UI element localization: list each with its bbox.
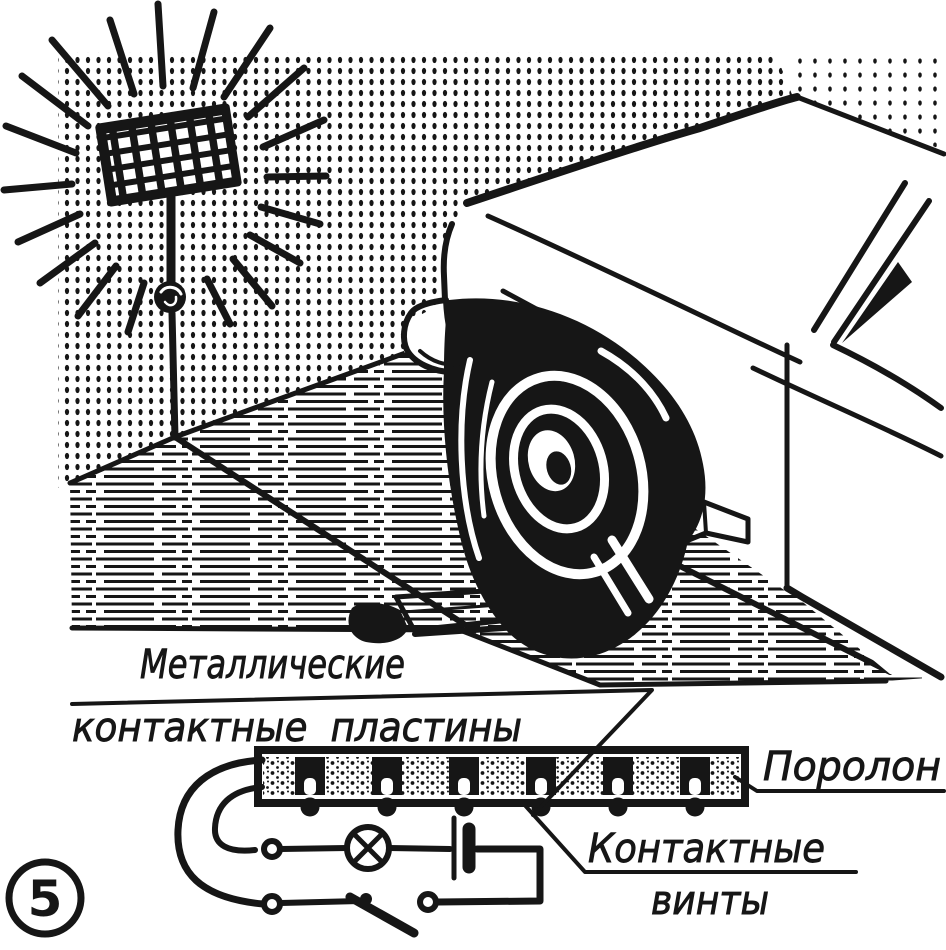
wheel-rim [485, 370, 649, 580]
label-foam: Поролон [733, 744, 946, 793]
car-body [404, 97, 944, 680]
tire [443, 298, 706, 659]
hood-crease [485, 213, 803, 365]
label-metal-plates-line1: Металлические [140, 642, 405, 688]
leader-metal-plates [70, 688, 654, 817]
car-wheel [443, 298, 706, 659]
strip-foam [263, 757, 740, 796]
sill-edge [783, 584, 945, 681]
figure-number-circle [5, 858, 85, 938]
circuit-wire-outer [174, 756, 267, 908]
signal-lamp [0, 0, 330, 441]
lamp-rays [0, 0, 330, 336]
terminal-top [261, 838, 283, 860]
lamp-head [95, 103, 242, 207]
strip-screws [300, 797, 705, 817]
circuit-lamp-icon [344, 824, 392, 872]
wall-halftone [58, 52, 944, 488]
front-left-edge [440, 221, 455, 303]
hood-edge [463, 93, 801, 207]
label-metal-plates: Металлические контактные пластины [70, 642, 654, 817]
label-contact-screws-line1: Контактные [588, 826, 825, 872]
label-foam-text: Поролон [763, 744, 941, 790]
bumper-end [400, 297, 466, 375]
lamp-stand [154, 192, 186, 441]
windshield-pillar [811, 180, 932, 345]
hood-right-edge [794, 94, 946, 157]
switch-contact [417, 891, 439, 913]
body-side-line-1 [830, 342, 944, 411]
label-contact-screws: Контактные винты [520, 800, 858, 924]
figure-number: 5 [28, 870, 63, 928]
circuit [174, 756, 544, 938]
circuit-battery-icon [451, 815, 476, 881]
floor-edge-under-car [657, 553, 893, 675]
contact-strip-device [254, 746, 749, 817]
strip-plates [295, 757, 710, 795]
label-contact-screws-line2: винты [651, 878, 769, 924]
body-side-line-2 [750, 365, 944, 459]
leader-contact-screws [520, 800, 858, 874]
figure-number-badge: 5 [5, 858, 85, 938]
leader-foam [733, 775, 946, 793]
floor-front-edge [69, 625, 889, 688]
circuit-wire-inner [212, 784, 265, 854]
terminal-bottom [261, 893, 283, 915]
strip-frame [254, 746, 749, 807]
label-metal-plates-line2: контактные пластины [72, 705, 522, 751]
bumper-line [418, 349, 460, 367]
stand-knob [154, 281, 186, 313]
